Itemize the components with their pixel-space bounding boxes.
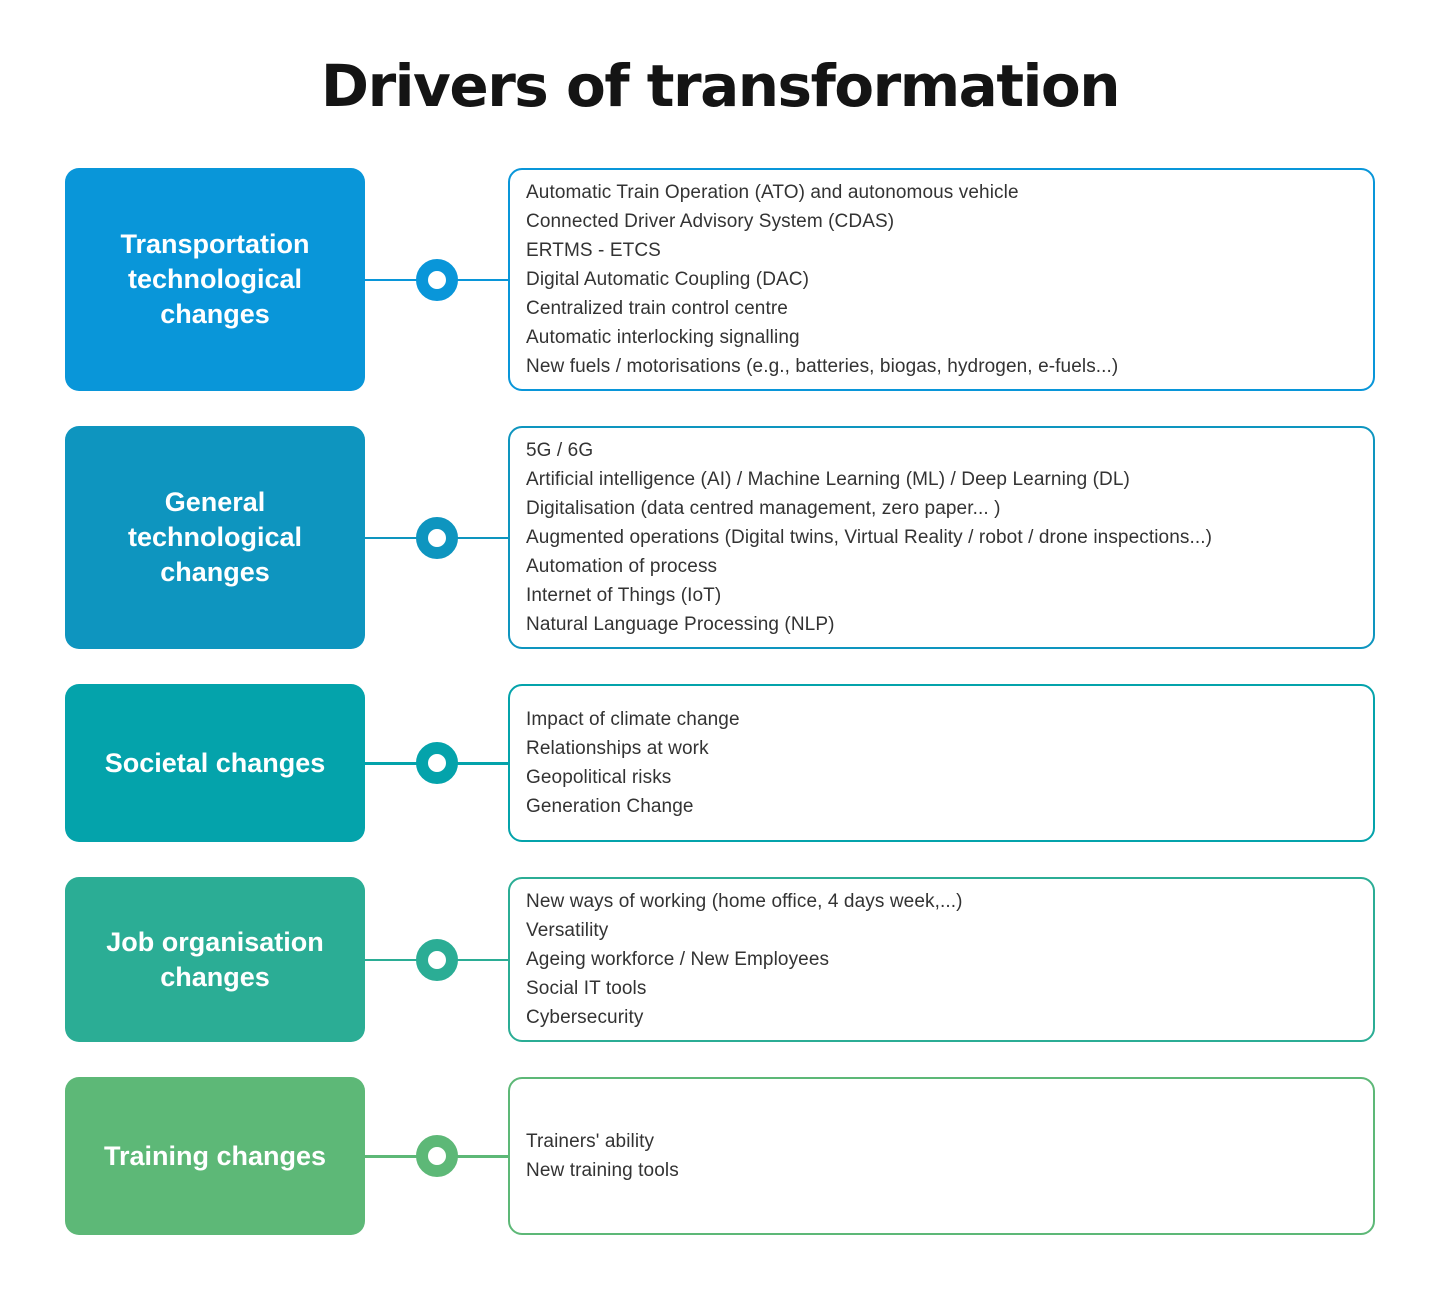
driver-item: Geopolitical risks <box>526 767 672 788</box>
driver-row: Societal changes Impact of climate chang… <box>65 684 1375 842</box>
driver-item: Artificial intelligence (AI) / Machine L… <box>526 469 1130 490</box>
connector-node-icon <box>415 516 458 559</box>
driver-category-label: Job organisation changes <box>106 926 324 992</box>
driver-item: Cybersecurity <box>526 1007 644 1028</box>
driver-category-box: General technological changes <box>65 426 365 649</box>
driver-category-box: Transportation technological changes <box>65 168 365 391</box>
driver-category-box: Job organisation changes <box>65 877 365 1042</box>
driver-category-label: Training changes <box>103 1140 327 1171</box>
driver-item: Automatic interlocking signalling <box>526 327 800 348</box>
driver-category-box: Societal changes <box>65 684 365 842</box>
driver-item: Generation Change <box>526 796 694 817</box>
driver-item: Relationships at work <box>526 738 709 759</box>
driver-item: Ageing workforce / New Employees <box>526 949 830 970</box>
driver-item: Automatic Train Operation (ATO) and auto… <box>526 182 1019 203</box>
driver-category-label: Societal changes <box>104 747 326 778</box>
driver-items-list: New ways of working (home office, 4 days… <box>526 887 1357 1032</box>
driver-item: Impact of climate change <box>526 709 740 730</box>
connector-line <box>365 426 508 649</box>
driver-item: New fuels / motorisations (e.g., batteri… <box>526 356 1119 377</box>
driver-items-box: New ways of working (home office, 4 days… <box>508 877 1375 1042</box>
driver-item: Trainers' ability <box>526 1131 655 1152</box>
connector-line <box>365 168 508 391</box>
connector-line <box>365 684 508 842</box>
driver-category-label: Transportation technological changes <box>120 229 310 329</box>
driver-row: Job organisation changes New ways of wor… <box>65 877 1375 1042</box>
rows-container: Transportation technological changes Aut… <box>65 168 1375 1235</box>
connector-node-icon <box>415 742 458 784</box>
driver-row: General technological changes 5G / 6G Art… <box>65 426 1375 649</box>
driver-item: Social IT tools <box>526 978 647 999</box>
driver-item: 5G / 6G <box>526 440 594 461</box>
driver-category-label: General technological changes <box>127 487 303 587</box>
connector-node-icon <box>415 258 458 301</box>
driver-items-list: Automatic Train Operation (ATO) and auto… <box>526 178 1357 381</box>
driver-item: Internet of Things (IoT) <box>526 585 722 606</box>
connector-node-icon <box>415 1135 458 1177</box>
page-title: Drivers of transformation <box>320 52 1121 120</box>
connector-line <box>365 1077 508 1235</box>
driver-item: Digitalisation (data centred management,… <box>526 498 1001 519</box>
driver-row: Transportation technological changes Aut… <box>65 168 1375 391</box>
driver-items-box: Automatic Train Operation (ATO) and auto… <box>508 168 1375 391</box>
driver-item: New training tools <box>526 1160 679 1181</box>
driver-item: Connected Driver Advisory System (CDAS) <box>526 211 895 232</box>
driver-item: New ways of working (home office, 4 days… <box>526 891 963 912</box>
driver-items-box: 5G / 6G Artificial intelligence (AI) / Ma… <box>508 426 1375 649</box>
driver-item: Centralized train control centre <box>526 298 788 319</box>
connector-node-icon <box>415 938 458 981</box>
driver-item: Augmented operations (Digital twins, Vir… <box>526 527 1213 548</box>
driver-item: Natural Language Processing (NLP) <box>526 614 835 635</box>
connector-line <box>365 877 508 1042</box>
driver-items-list: 5G / 6G Artificial intelligence (AI) / Ma… <box>526 436 1357 639</box>
driver-item: Automation of process <box>526 556 718 577</box>
driver-category-box: Training changes <box>65 1077 365 1235</box>
driver-item: ERTMS - ETCS <box>526 240 661 261</box>
driver-item: Digital Automatic Coupling (DAC) <box>526 269 810 290</box>
driver-item: Versatility <box>526 920 609 941</box>
